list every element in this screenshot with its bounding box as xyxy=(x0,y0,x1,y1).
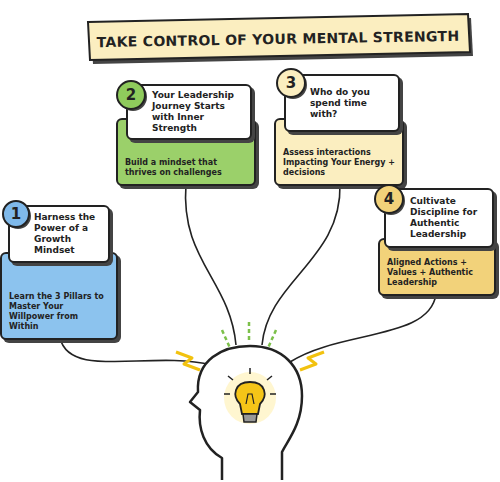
card-body: Learn the 3 Pillars to Master Your Willp… xyxy=(9,292,110,332)
number-circle: 3 xyxy=(276,68,306,98)
circle-shape xyxy=(375,185,403,213)
callout-number: 2 xyxy=(116,80,146,110)
leader-line xyxy=(290,294,436,362)
circle-shape xyxy=(117,81,145,109)
lightbulb xyxy=(235,382,264,414)
callout-number: 1 xyxy=(2,200,30,228)
idea-rays xyxy=(222,322,276,348)
body-box: Learn the 3 Pillars to Master Your Willp… xyxy=(0,252,118,340)
card-body: Aligned Actions + Values + Authentic Lea… xyxy=(387,258,488,288)
spark-mark xyxy=(176,352,200,370)
card-body: Build a mindset that thrives on challeng… xyxy=(125,158,248,178)
bulb-rays xyxy=(224,368,276,394)
callout-number: 4 xyxy=(374,184,404,214)
number-circle: 4 xyxy=(374,184,404,214)
leader-line xyxy=(186,184,236,345)
circle-shape xyxy=(277,69,305,97)
number-circle: 1 xyxy=(2,200,30,228)
diagram-title: TAKE CONTROL OF YOUR MENTAL STRENGTH xyxy=(97,28,460,50)
number-circle: 2 xyxy=(116,80,146,110)
title-box: TAKE CONTROL OF YOUR MENTAL STRENGTH xyxy=(92,19,465,59)
spark-mark xyxy=(300,352,324,370)
head-profile xyxy=(190,346,302,480)
title-banner xyxy=(88,14,470,60)
leader-line xyxy=(262,184,340,345)
card-heading: Your Leadership Journey Starts with Inne… xyxy=(152,90,245,134)
bulb-base xyxy=(243,414,257,422)
circle-shape xyxy=(3,201,29,227)
callout-number: 3 xyxy=(276,68,306,98)
card-heading: Harness the Power of a Growth Mindset xyxy=(34,212,103,256)
card-body: Assess interactions Impacting Your Energ… xyxy=(283,148,396,178)
bulb-filament xyxy=(246,394,254,404)
card-heading: Who do you spend time with? xyxy=(310,87,393,120)
card-heading: Cultivate Discipline for Authentic Leade… xyxy=(410,196,487,240)
